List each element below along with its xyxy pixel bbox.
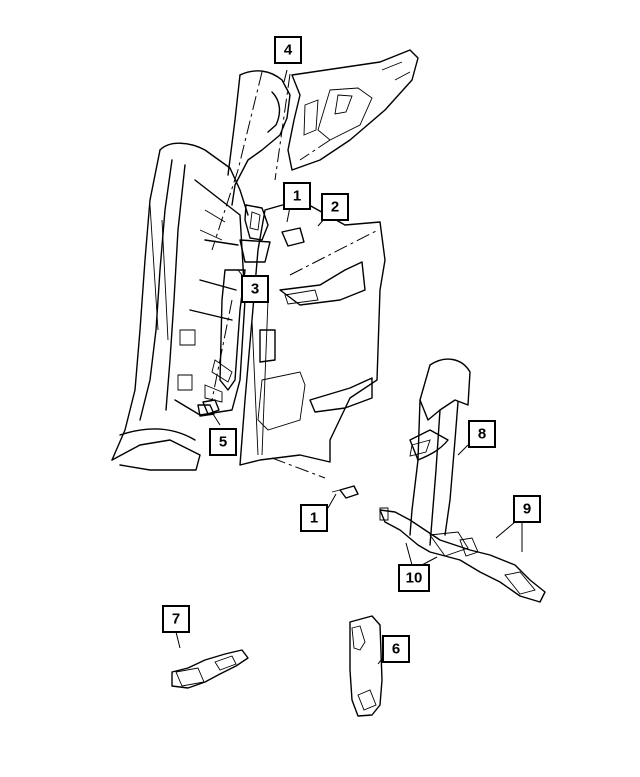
callout-9: 9 [513, 495, 541, 523]
svg-text:1: 1 [310, 510, 318, 527]
leader-lines [175, 69, 523, 665]
svg-text:5: 5 [219, 434, 227, 451]
svg-text:8: 8 [478, 426, 486, 443]
callout-6: 6 [382, 635, 410, 663]
assembly-lines [211, 71, 379, 479]
svg-text:9: 9 [523, 501, 531, 518]
part-2-lower-pillar-trim [239, 199, 386, 466]
svg-text:6: 6 [392, 641, 400, 658]
callout-1-lower: 1 [300, 504, 328, 532]
part-6-trim-cap [349, 615, 383, 717]
vehicle-body-outline [111, 142, 249, 471]
callout-7: 7 [162, 605, 190, 633]
part-4-upper-trim [227, 49, 419, 206]
fastener-5 [202, 399, 220, 415]
callout-1-upper: 1 [283, 182, 311, 210]
callout-10: 10 [398, 564, 430, 592]
svg-text:7: 7 [172, 611, 180, 628]
callout-8: 8 [468, 420, 496, 448]
part-8-seat-belt-retractor [409, 358, 471, 546]
fastener-1-lower [331, 485, 359, 499]
callout-5: 5 [209, 428, 237, 456]
callout-2: 2 [321, 193, 349, 221]
part-7-belt-guide [171, 649, 249, 689]
part-9-belt-buckle-end [379, 507, 546, 603]
svg-text:4: 4 [284, 42, 293, 59]
svg-text:1: 1 [293, 188, 301, 205]
callout-4: 4 [274, 36, 302, 64]
callout-3: 3 [241, 275, 269, 303]
svg-text:3: 3 [251, 281, 259, 298]
svg-text:10: 10 [406, 570, 423, 587]
svg-text:2: 2 [331, 199, 339, 216]
